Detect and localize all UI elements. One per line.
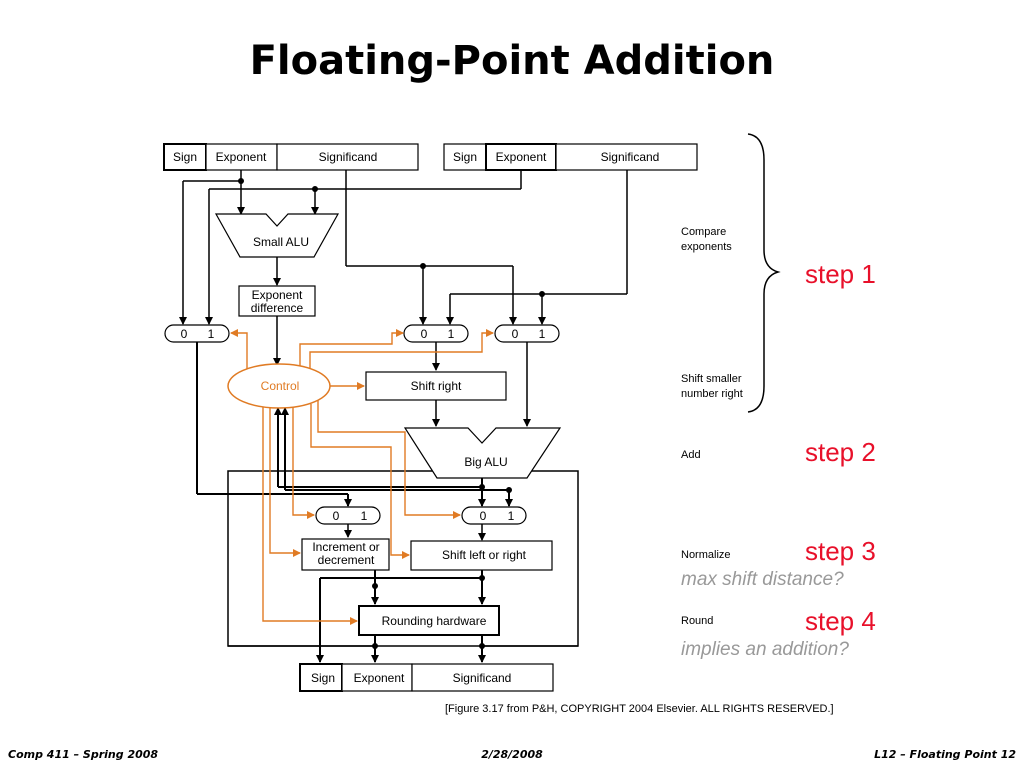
step1-brace <box>747 133 781 413</box>
increment-decrement-box: Increment or decrement <box>301 538 390 571</box>
step2-label: step 2 <box>805 437 876 467</box>
step4-label: step 4 <box>805 606 876 636</box>
stage-compare-line1: Compare <box>681 226 726 238</box>
operand-a-exponent-label: Exponent <box>216 150 267 164</box>
increment-line2: decrement <box>318 553 375 567</box>
mux-norm-exp-one: 1 <box>361 509 368 523</box>
small-alu: Small ALU <box>214 213 340 258</box>
big-alu: Big ALU <box>403 427 562 479</box>
exponent-difference-line2: difference <box>251 301 304 315</box>
operand-b-register: Sign Exponent Significand <box>443 143 698 171</box>
mux-norm-sig-one: 1 <box>508 509 515 523</box>
figure-citation: [Figure 3.17 from P&H, COPYRIGHT 2004 El… <box>445 703 834 715</box>
operand-a-significand-label: Significand <box>319 150 378 164</box>
mux-significand-add: 0 1 <box>494 324 560 343</box>
stage-round: Round <box>681 615 713 627</box>
operand-a-register: Sign Exponent Significand <box>163 143 419 171</box>
stage-normalize: Normalize <box>681 549 731 561</box>
big-alu-label: Big ALU <box>464 455 507 469</box>
shift-right-box: Shift right <box>365 371 507 401</box>
step3-label: step 3 <box>805 536 876 566</box>
operand-b-significand-label: Significand <box>601 150 660 164</box>
mux-add-zero: 0 <box>512 327 519 341</box>
step4-note: implies an addition? <box>681 639 849 660</box>
shift-left-right-label: Shift left or right <box>442 548 527 562</box>
mux-add-one: 1 <box>539 327 546 341</box>
footer-page: L12 – Floating Point 12 <box>874 748 1016 761</box>
result-sign-label: Sign <box>311 671 335 685</box>
operand-b-exponent-label: Exponent <box>496 150 547 164</box>
stage-compare-line2: exponents <box>681 241 732 253</box>
operand-a-significand-field <box>276 143 419 171</box>
slide-title: Floating-Point Addition <box>249 38 775 84</box>
mux-exponent-zero: 0 <box>181 327 188 341</box>
data-path-wires <box>179 170 628 663</box>
small-alu-label: Small ALU <box>253 235 309 249</box>
stage-add: Add <box>681 449 701 461</box>
footer-course: Comp 411 – Spring 2008 <box>8 748 159 761</box>
result-significand-field <box>411 663 554 692</box>
stage-shift-line2: number right <box>681 388 743 400</box>
control-label: Control <box>261 379 300 393</box>
shift-right-label: Shift right <box>411 379 462 393</box>
mux-norm-exp-zero: 0 <box>333 509 340 523</box>
stage-shift-line1: Shift smaller <box>681 373 742 385</box>
exponent-difference-line1: Exponent <box>252 288 303 302</box>
control-unit: Control <box>227 363 331 409</box>
shift-left-right-box: Shift left or right <box>410 540 553 571</box>
mux-exponent-one: 1 <box>208 327 215 341</box>
increment-line1: Increment or <box>312 540 379 554</box>
step3-note: max shift distance? <box>681 569 844 590</box>
result-exponent-label: Exponent <box>354 671 405 685</box>
result-register: Sign Exponent Significand <box>299 663 554 692</box>
mux-shift-one: 1 <box>448 327 455 341</box>
rounding-hardware-label: Rounding hardware <box>382 614 487 628</box>
mux-significand-normalize: 0 1 <box>461 506 527 525</box>
rounding-hardware-box: Rounding hardware <box>358 605 500 636</box>
operand-a-sign-label: Sign <box>173 150 197 164</box>
result-significand-label: Significand <box>453 671 512 685</box>
operand-a-sign-field <box>163 143 207 171</box>
mux-exponent: 0 1 <box>164 324 230 343</box>
mux-significand-shift: 0 1 <box>403 324 469 343</box>
exponent-difference-box: Exponent difference <box>238 285 316 317</box>
step1-label: step 1 <box>805 259 876 289</box>
mux-exponent-normalize: 0 1 <box>315 506 381 525</box>
control-wires <box>230 329 494 625</box>
mux-shift-zero: 0 <box>421 327 428 341</box>
footer-date: 2/28/2008 <box>481 748 543 761</box>
operand-b-sign-label: Sign <box>453 150 477 164</box>
operand-b-sign-field <box>443 143 487 171</box>
mux-norm-sig-zero: 0 <box>480 509 487 523</box>
operand-a-exponent-field <box>205 143 278 171</box>
